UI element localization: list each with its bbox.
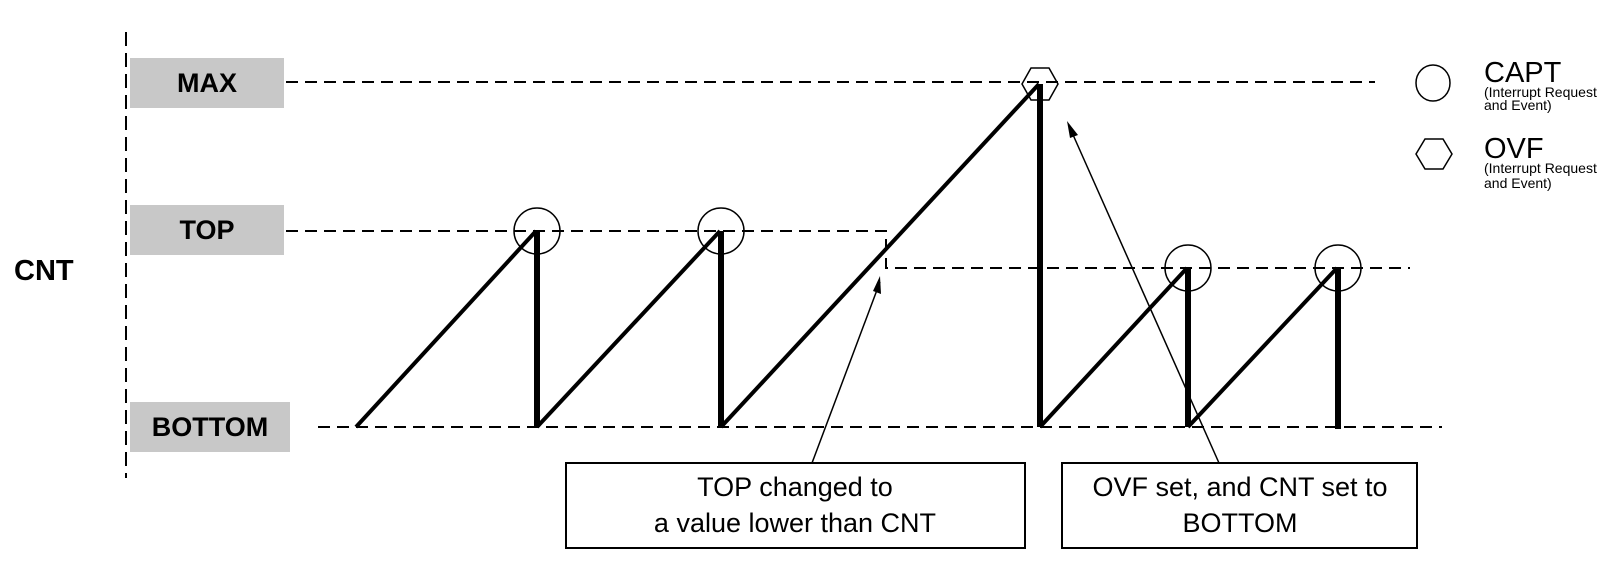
legend-capt-sub-2: and Event): [1484, 97, 1552, 113]
arrow-top-changed: [811, 281, 881, 464]
annotation-ovf-set-line-1: OVF set, and CNT set to: [1092, 472, 1387, 502]
annotation-arrows: [811, 121, 1220, 464]
capt-marker-icon: [1314, 244, 1362, 292]
hexagon-icon: [1415, 138, 1453, 170]
level-top-box: [130, 205, 284, 255]
reference-lines: [286, 81, 1442, 428]
legend-capt-label: CAPT: [1484, 57, 1562, 89]
level-bottom: BOTTOM: [130, 402, 290, 452]
ovf-marker-icon: [1021, 67, 1059, 101]
legend-item-ovf: OVF (Interrupt Request and Event): [1415, 133, 1597, 191]
ramp-4: [1038, 266, 1189, 429]
level-max-label: MAX: [177, 68, 237, 98]
arrow-ovf-set: [1069, 127, 1220, 464]
annotation-top-changed-line-1: TOP changed to: [697, 472, 893, 502]
annotation-top-changed-line-2: a value lower than CNT: [654, 508, 936, 538]
capt-marker-icon: [697, 207, 745, 255]
legend: CAPT (Interrupt Request and Event) OVF (…: [1415, 57, 1597, 191]
level-max: MAX: [130, 58, 284, 108]
annotation-top-changed: TOP changed to a value lower than CNT: [565, 462, 1026, 549]
legend-item-capt: CAPT (Interrupt Request and Event): [1415, 57, 1597, 113]
legend-capt-sub-1: (Interrupt Request: [1484, 84, 1597, 100]
legend-ovf-sub-1: (Interrupt Request: [1484, 160, 1597, 176]
ramp-3: [719, 82, 1041, 429]
annotation-ovf-set: OVF set, and CNT set to BOTTOM: [1061, 462, 1418, 549]
capt-marker-icon: [1164, 244, 1212, 292]
ramp-1: [354, 229, 538, 429]
level-bottom-box: [130, 402, 290, 452]
arrow-top-changed-head: [873, 276, 881, 294]
axis-label-cnt: CNT: [14, 255, 74, 287]
level-max-box: [130, 58, 284, 108]
capt-markers: [513, 207, 1362, 292]
arrow-ovf-set-head: [1067, 121, 1078, 138]
ramp-2: [535, 229, 722, 429]
level-top-label: TOP: [179, 215, 234, 245]
annotation-ovf-set-box: [1061, 462, 1418, 549]
level-top: TOP: [130, 205, 284, 255]
counter-waveform: [354, 82, 1341, 429]
annotation-top-changed-box: [565, 462, 1026, 549]
legend-ovf-label: OVF: [1484, 133, 1544, 165]
annotation-ovf-set-line-2: BOTTOM: [1182, 508, 1297, 538]
legend-ovf-sub-2: and Event): [1484, 175, 1552, 191]
capt-marker-icon: [513, 207, 561, 255]
level-bottom-label: BOTTOM: [152, 412, 269, 442]
top-line-stepped: [286, 230, 1410, 269]
circle-icon: [1415, 64, 1451, 102]
ramp-5: [1186, 266, 1339, 429]
